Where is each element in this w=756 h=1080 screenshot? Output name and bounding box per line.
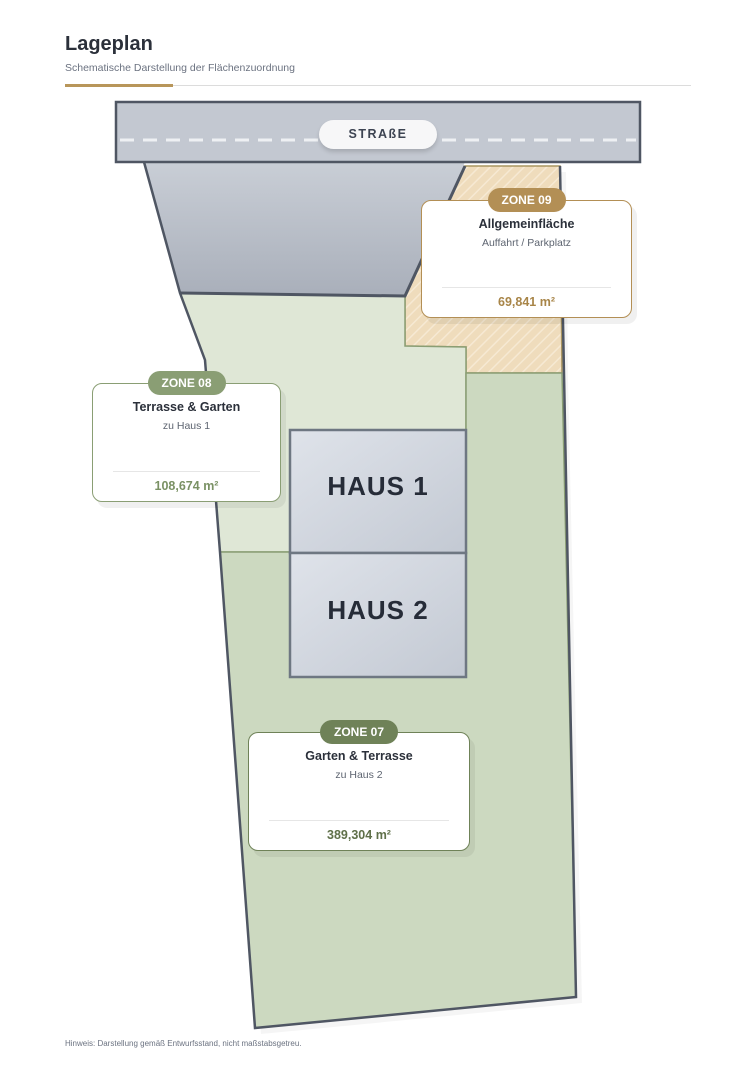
house-1-label: HAUS 1 xyxy=(327,471,429,501)
footnote: Hinweis: Darstellung gemäß Entwurfsstand… xyxy=(65,1039,302,1048)
zone-09-subtitle: Auffahrt / Parkplatz xyxy=(481,237,572,249)
header-accent-bar xyxy=(65,84,173,87)
house-2-label: HAUS 2 xyxy=(327,595,429,625)
house-2-footprint xyxy=(288,551,468,679)
zone-09-badge: ZONE 09 xyxy=(487,188,566,212)
zone-07-area-value: 389,304 m² xyxy=(327,828,391,842)
zone-07-badge: ZONE 07 xyxy=(319,720,399,744)
zone-09-card: ZONE 09 Allgemeinfläche Auffahrt / Parkp… xyxy=(421,188,632,318)
zone-09-title: Allgemeinfläche xyxy=(478,217,575,231)
zone-08-card: ZONE 08 Terrasse & Garten zu Haus 1 108,… xyxy=(92,371,281,502)
zone-08-badge: ZONE 08 xyxy=(147,371,226,395)
zone-08-subtitle: zu Haus 1 xyxy=(162,420,211,432)
card-divider xyxy=(269,820,449,821)
header-divider xyxy=(65,85,691,86)
page-subtitle: Schematische Darstellung der Flächenzuor… xyxy=(65,62,295,74)
zone-07-title: Garten & Terrasse xyxy=(305,749,413,763)
house-1-footprint xyxy=(288,428,468,555)
zone-08-title: Terrasse & Garten xyxy=(132,400,241,414)
street-label: STRAßE xyxy=(319,120,437,149)
page-title: Lageplan xyxy=(65,33,153,55)
zone-08-area-value: 108,674 m² xyxy=(154,479,219,493)
card-divider xyxy=(442,287,611,288)
access-driveway xyxy=(144,162,465,296)
zone-07-card: ZONE 07 Garten & Terrasse zu Haus 2 389,… xyxy=(248,720,470,851)
zone-07-subtitle: zu Haus 2 xyxy=(335,769,383,781)
zone-09-area-value: 69,841 m² xyxy=(498,295,555,309)
card-divider xyxy=(113,471,260,472)
